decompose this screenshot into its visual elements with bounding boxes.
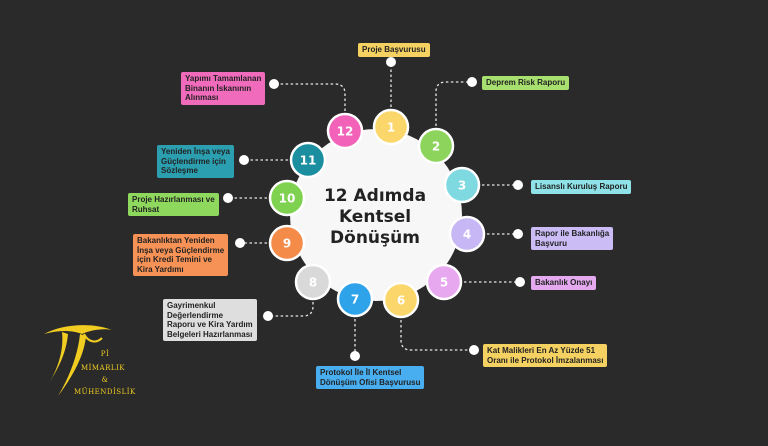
connector-6 [400,300,474,351]
connector-dot-1 [386,57,396,67]
connector-dot-9 [235,238,245,248]
step-5-label: Bakanlık Onayı [531,276,597,290]
logo-text-mimarlik: MİMARLIK [80,364,126,372]
step-9-label: Bakanlıktan Yeniden İnşa veya Güçlendirm… [133,234,229,276]
connector-dot-12 [269,79,279,89]
connector-dot-11 [239,155,249,165]
step-8-circle [294,263,332,301]
step-7-number: 7 [351,293,359,307]
logo-text-amp: & [101,376,109,384]
step-6-label: Kat Malikleri En Az Yüzde 51 Oranı ile P… [483,344,608,367]
connector-dot-10 [223,193,233,203]
connector-dot-2 [467,77,477,87]
step-9-number: 9 [283,237,291,251]
step-4-circle [448,215,486,253]
step-4-number: 4 [463,228,471,242]
step-11-circle [289,141,327,179]
connector-dot-3 [513,180,523,190]
step-1-number: 1 [387,121,395,135]
center-circle [290,129,462,301]
connector-dot-8 [263,311,273,321]
step-1-label: Proje Başvurusu [358,43,430,57]
step-3-number: 3 [458,179,466,193]
step-5-circle [425,263,463,301]
logo-mark [44,325,112,396]
step-10-label: Proje Hazırlanması ve Ruhsat [128,193,219,216]
step-12-circle [326,112,364,150]
connector-dot-4 [513,229,523,239]
logo-text-muhendislik: MÜHENDİSLİK [74,388,136,396]
connector-dot-5 [515,277,525,287]
connector-8 [268,282,314,317]
step-8-number: 8 [309,276,317,290]
step-6-number: 6 [397,294,405,308]
step-3-label: Lisanslı Kuruluş Raporu [531,180,632,194]
connector-dot-6 [469,345,479,355]
step-8-label: Gayrimenkul Değerlendirme Raporu ve Kira… [163,299,257,341]
connector-12 [274,83,346,131]
step-5-number: 5 [440,276,448,290]
step-12-number: 12 [337,125,354,139]
step-11-label: Yeniden İnşa veya Güçlendirme için Sözle… [157,145,234,178]
connector-2 [435,81,472,146]
diagram-title: 12 Adımda Kentsel Dönüşüm [323,186,427,248]
step-10-circle [268,179,306,217]
step-4-label: Rapor ile Bakanlığa Başvuru [531,227,614,250]
step-7-label: Protokol İle İl Kentsel Dönüşüm Ofisi Ba… [316,366,425,389]
step-10-number: 10 [279,192,296,206]
step-2-label: Deprem Risk Raporu [482,76,570,90]
step-9-circle [268,224,306,262]
step-7-circle [336,280,374,318]
step-1-circle [372,108,410,146]
company-logo: Pİ MİMARLIK & MÜHENDİSLİK [32,320,136,420]
logo-text-pi: Pİ [100,350,110,358]
step-2-circle [417,127,455,165]
connector-dot-7 [350,351,360,361]
step-11-number: 11 [300,154,317,168]
step-12-label: Yapımı Tamamlanan Binanın İskanının Alın… [181,72,266,105]
step-3-circle [443,166,481,204]
step-2-number: 2 [432,140,440,154]
step-6-circle [382,281,420,319]
